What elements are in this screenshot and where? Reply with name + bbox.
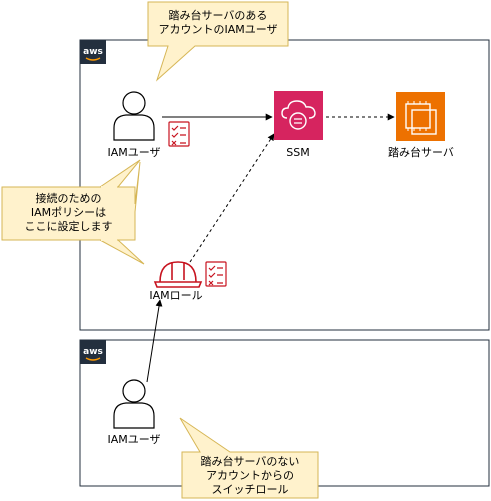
checklist-icon (168, 121, 190, 147)
callout-middle-text: 接続のための IAMポリシーは ここに設定します (2, 192, 135, 234)
callout-bottom-line1: 踏み台サーバのない (200, 455, 300, 468)
callout-middle-tail-top (98, 159, 141, 188)
aws-logo-icon: aws (80, 340, 106, 364)
callout-top-shape (147, 1, 289, 82)
callout-bottom-text: 踏み台サーバのない アカウントからの スイッチロール (182, 455, 318, 497)
callout-middle-shape (1, 161, 141, 241)
account-group-top: aws (79, 39, 490, 331)
callout-middle-line2: IAMポリシーは (30, 206, 107, 219)
iam-user-top-label: IAMユーザ (107, 146, 161, 159)
callout-bottom-line2: アカウントからの (206, 469, 294, 482)
aws-logo-icon: aws (80, 40, 106, 64)
ec2-instance-icon (396, 92, 445, 141)
svg-text:aws: aws (83, 47, 103, 57)
callout-top-text: 踏み台サーバのある アカウントのIAMユーザ (148, 9, 288, 37)
iam-role-label: IAMロール (149, 289, 203, 302)
connector-bottom-user-to-role (146, 299, 163, 383)
callout-middle-tail (99, 239, 145, 265)
hard-hat-icon (153, 261, 203, 288)
callout-bottom-shape (179, 417, 319, 499)
connector-role-to-ssm (189, 133, 275, 263)
ssm-icon (274, 91, 323, 140)
iam-user-bottom-label: IAMユーザ (107, 433, 161, 446)
checklist-icon (205, 261, 227, 287)
callout-top-line2: アカウントのIAMユーザ (158, 23, 278, 36)
callout-middle-line3: ここに設定します (24, 220, 113, 233)
callout-middle-line1: 接続のための (35, 192, 102, 205)
user-icon (113, 379, 155, 429)
user-icon (113, 91, 155, 141)
callout-top-line1: 踏み台サーバのある (168, 9, 268, 22)
ssm-label: SSM (286, 146, 310, 159)
callout-bottom-line3: スイッチロール (211, 483, 289, 496)
bastion-label: 踏み台サーバ (388, 146, 454, 159)
svg-text:aws: aws (83, 347, 103, 357)
